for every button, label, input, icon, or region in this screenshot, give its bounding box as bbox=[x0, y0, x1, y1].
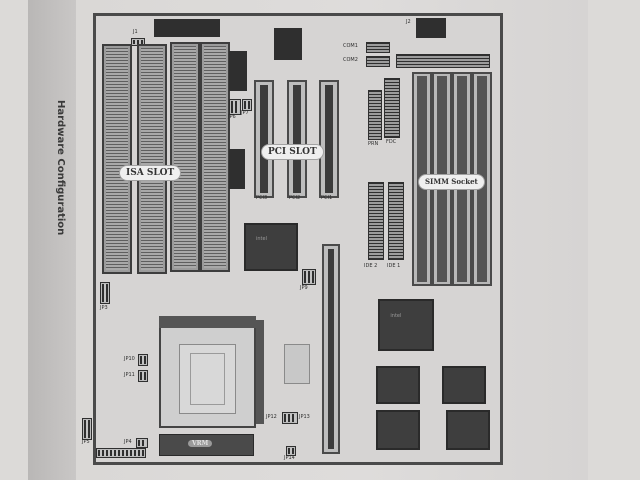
page-side-heading: Hardware Configuration bbox=[55, 100, 66, 236]
vrm-regulator-block bbox=[284, 344, 310, 384]
sram-chip-4 bbox=[446, 410, 490, 450]
label-com1: COM1 bbox=[343, 43, 358, 49]
pci-slot-label: PCI SLOT bbox=[261, 144, 324, 160]
label-jp13: JP13 bbox=[299, 414, 310, 420]
label-pci3: PCI3 bbox=[256, 195, 268, 201]
label-jp6: JP6 bbox=[228, 114, 236, 120]
ide1-header bbox=[388, 182, 404, 260]
isa-slot-3 bbox=[170, 42, 200, 272]
jumper-jp10 bbox=[138, 354, 148, 366]
rtc-chip bbox=[229, 149, 245, 189]
motherboard-layout-diagram: J1 J2 COM1 COM2 ISA SLOT JP6 JP7 PCI3 PC… bbox=[82, 13, 503, 465]
label-jp5: JP5 bbox=[82, 439, 90, 445]
jumper-jp3 bbox=[100, 282, 110, 304]
label-jp4: JP4 bbox=[124, 439, 132, 445]
sram-chip-3 bbox=[376, 410, 420, 450]
label-jp14: JP14 bbox=[284, 455, 295, 461]
com2-header bbox=[366, 56, 390, 67]
cache-slot bbox=[322, 244, 340, 454]
bios-chip bbox=[274, 28, 302, 60]
jumper-jp11 bbox=[138, 370, 148, 382]
label-prn: PRN bbox=[368, 141, 379, 147]
vrm-connector: VRM bbox=[159, 434, 254, 456]
isa-slot-label: ISA SLOT bbox=[119, 165, 182, 181]
sram-chip-1 bbox=[376, 366, 420, 404]
jumper-jp6 bbox=[229, 99, 241, 115]
socket-lever-arm bbox=[256, 320, 264, 424]
label-jp10: JP10 bbox=[124, 356, 135, 362]
label-jp3: JP3 bbox=[100, 305, 108, 311]
label-j1: J1 bbox=[133, 29, 138, 35]
label-pci1: PCI1 bbox=[321, 195, 333, 201]
vrm-label: VRM bbox=[188, 440, 213, 447]
pci-slot-2 bbox=[287, 80, 307, 198]
jumper-jp14 bbox=[286, 446, 296, 456]
pci-slot-1 bbox=[319, 80, 339, 198]
label-j2: J2 bbox=[406, 19, 411, 25]
chipset-north: intel bbox=[244, 223, 298, 271]
isa-slot-4 bbox=[200, 42, 230, 272]
label-fdc: FDC bbox=[386, 139, 397, 145]
isa-slot-2 bbox=[137, 44, 167, 274]
jumper-jp12 bbox=[282, 412, 298, 424]
chip-mark: intel bbox=[256, 236, 267, 242]
label-jp9: JP9 bbox=[300, 285, 308, 291]
com1-header bbox=[366, 42, 390, 53]
cpu-socket bbox=[159, 316, 256, 428]
chip-mark: intel bbox=[390, 313, 402, 319]
fdc-header bbox=[384, 78, 400, 138]
label-com2: COM2 bbox=[343, 57, 358, 63]
label-pci2: PCI2 bbox=[289, 195, 301, 201]
ide2-header bbox=[368, 182, 384, 260]
front-panel-header bbox=[96, 448, 146, 458]
jumper-jp4 bbox=[136, 438, 148, 448]
label-ide2: IDE 2 bbox=[364, 263, 378, 269]
keyboard-connector bbox=[154, 19, 220, 37]
chipset-south: intel bbox=[378, 299, 434, 351]
label-jp7: JP7 bbox=[241, 110, 249, 116]
power-connector bbox=[416, 18, 446, 38]
pci-slot-3 bbox=[254, 80, 274, 198]
jumper-jp7 bbox=[242, 99, 252, 111]
prn-header bbox=[368, 90, 382, 140]
label-jp11: JP11 bbox=[124, 372, 135, 378]
jumper-jp5 bbox=[82, 418, 92, 440]
simm-socket-label: SIMM Socket bbox=[418, 174, 485, 190]
top-pin-strip bbox=[396, 54, 490, 68]
page-spine-edge bbox=[28, 0, 76, 480]
label-jp12: JP12 bbox=[266, 414, 277, 420]
sram-chip-2 bbox=[442, 366, 486, 404]
jumper-jp9 bbox=[302, 269, 316, 285]
label-ide1: IDE 1 bbox=[387, 263, 401, 269]
isa-slot-1 bbox=[102, 44, 132, 274]
keyboard-controller-chip bbox=[229, 51, 247, 91]
